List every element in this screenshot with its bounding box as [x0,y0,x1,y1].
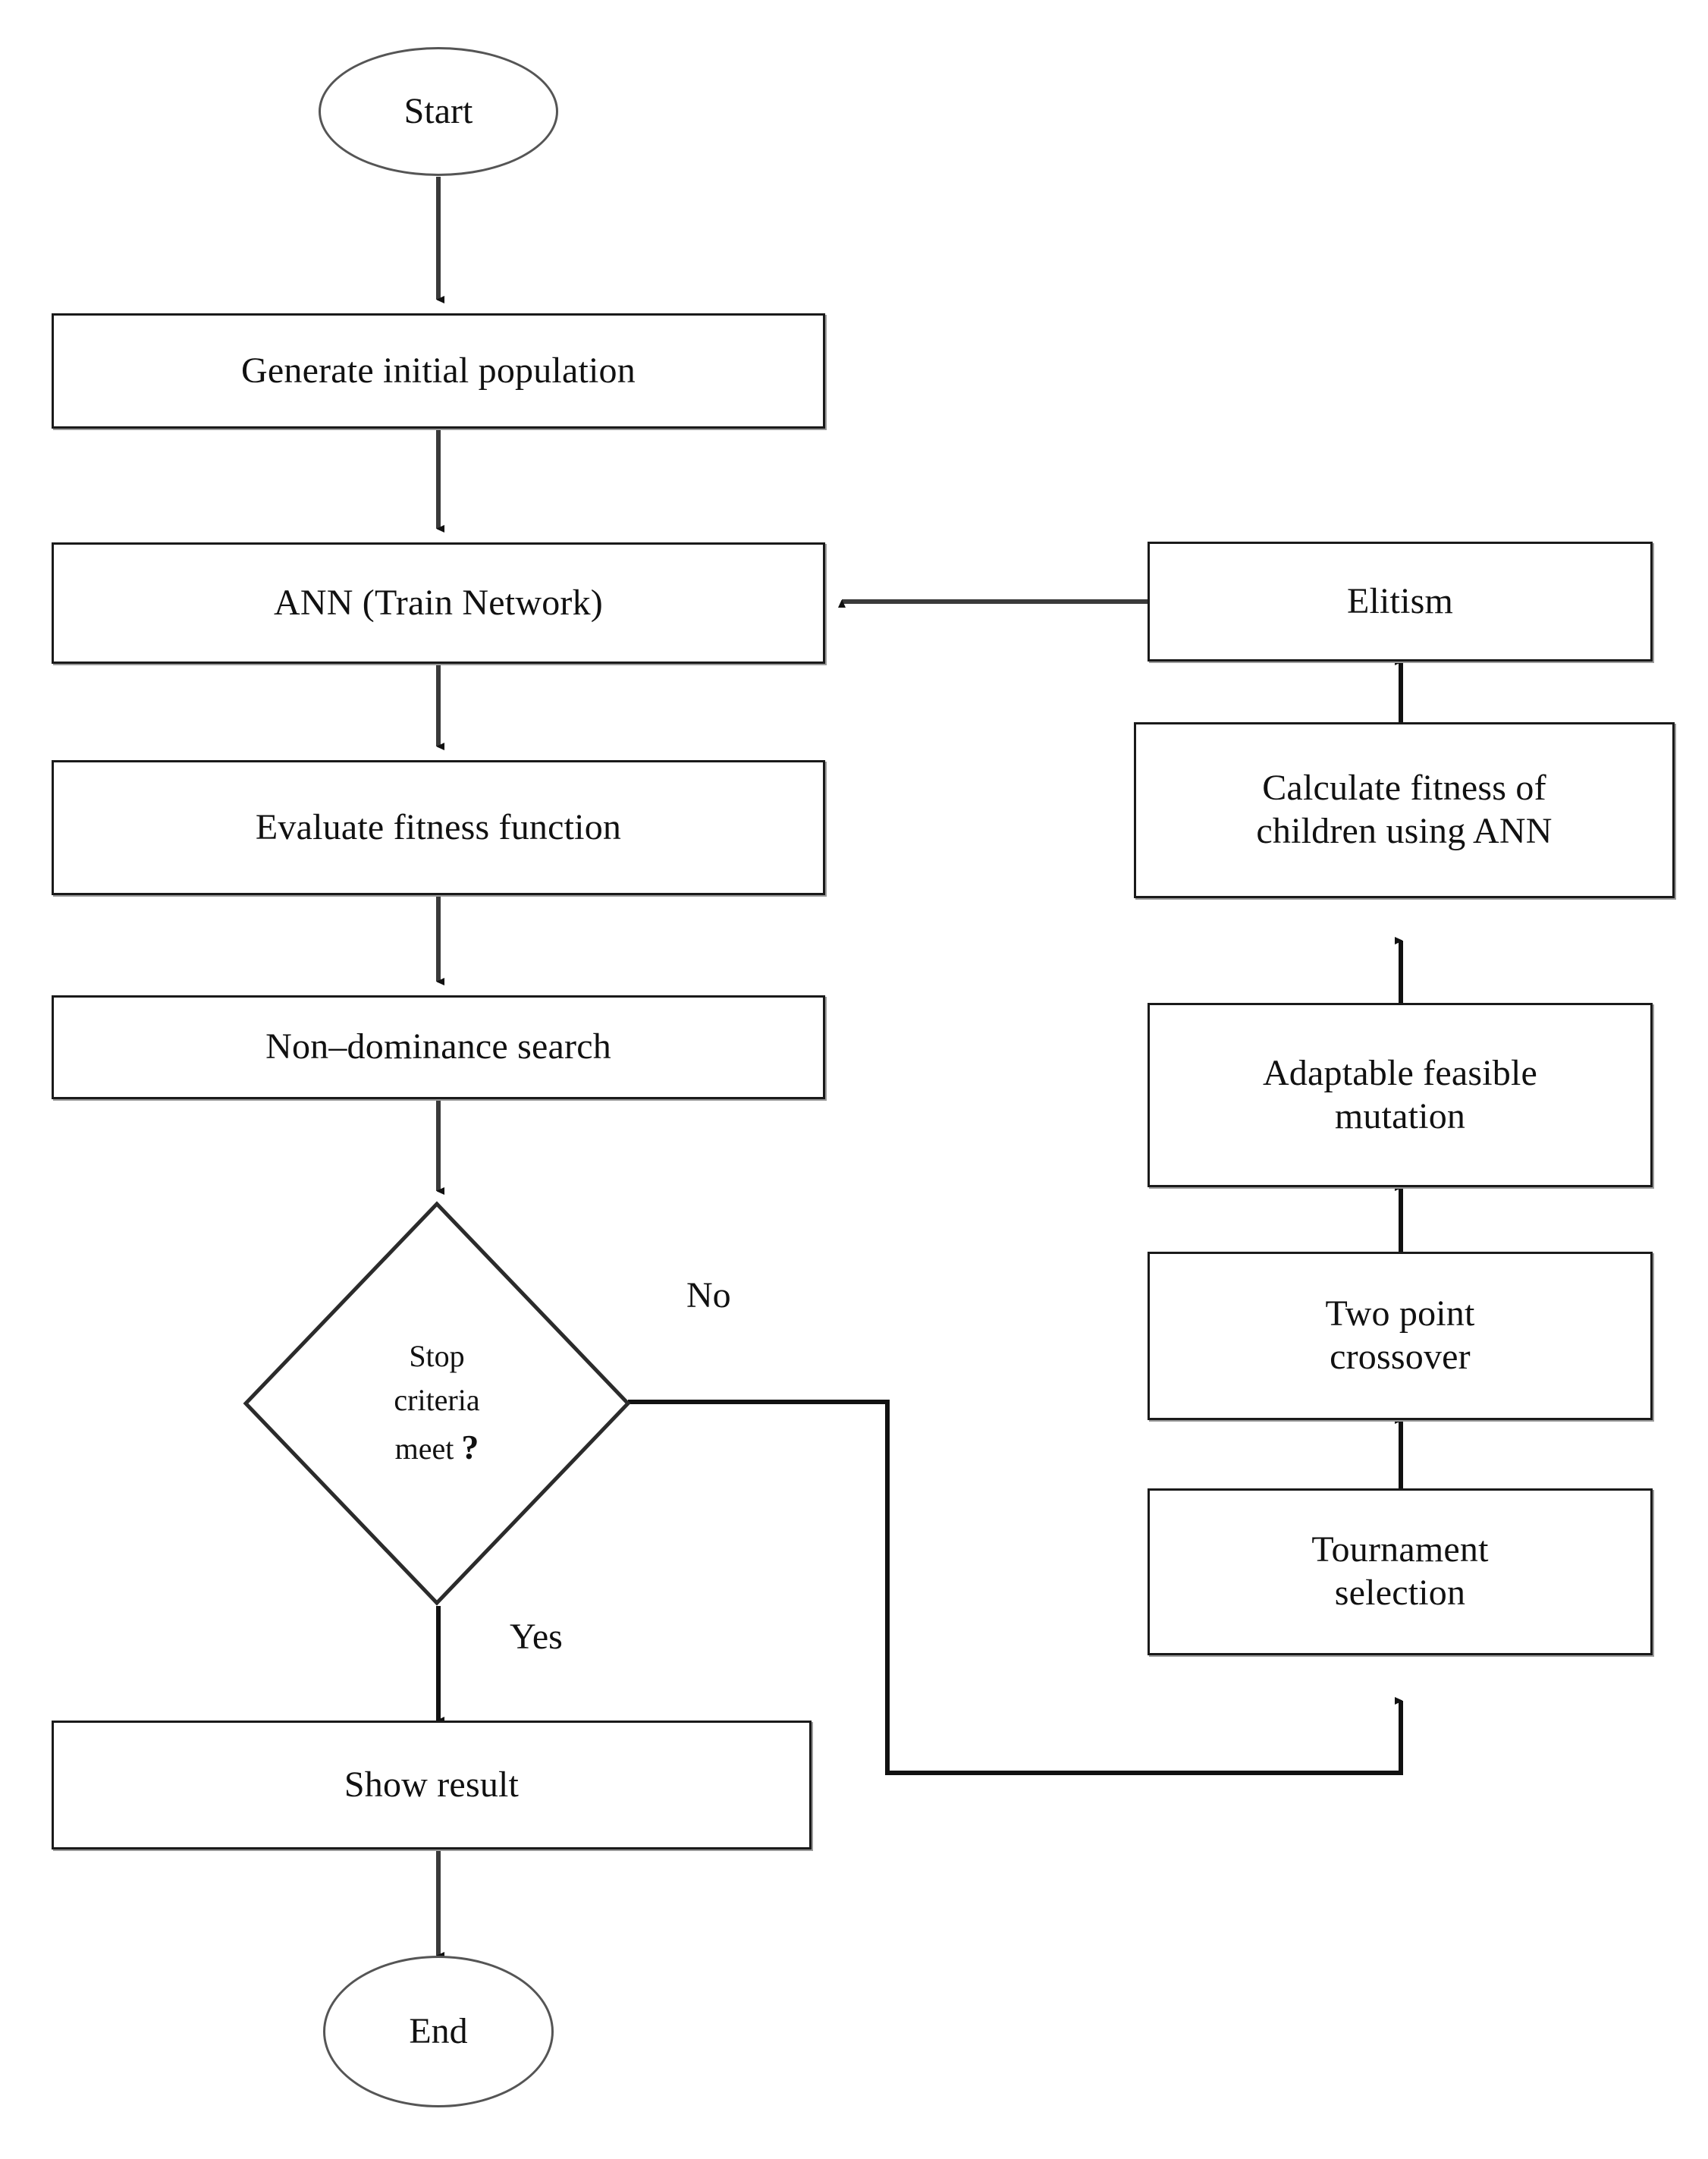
node-adaptable-feasible-mutation[interactable]: Adaptable feasible mutation [1148,1003,1653,1187]
node-start-label: Start [403,90,473,131]
node-two-point-crossover-label: Two point crossover [1317,1293,1482,1378]
mutation-line-2: mutation [1334,1095,1466,1136]
node-tournament-selection[interactable]: Tournament selection [1148,1488,1653,1655]
node-elitism[interactable]: Elitism [1148,542,1653,662]
node-non-dominance-search[interactable]: Non–dominance search [52,995,825,1099]
node-stop-criteria-decision-label: Stop criteria meet ? [394,1334,479,1473]
node-non-dominance-search-label: Non–dominance search [265,1026,611,1067]
node-evaluate-fitness-function[interactable]: Evaluate fitness function [52,760,825,895]
node-elitism-label: Elitism [1346,580,1454,621]
node-generate-initial-population[interactable]: Generate initial population [52,313,825,429]
edge-label-no-text: No [686,1275,731,1315]
edge-label-no: No [686,1274,731,1316]
edge-label-yes-text: Yes [510,1617,563,1657]
node-ann-train-network[interactable]: ANN (Train Network) [52,542,825,664]
node-generate-initial-population-label: Generate initial population [241,350,636,391]
node-show-result[interactable]: Show result [52,1721,812,1849]
node-end-label: End [409,2010,468,2051]
diamond-shape [243,1201,631,1606]
decision-line-3: meet [394,1431,454,1466]
calcfit-line-2: children using ANN [1256,811,1553,851]
node-calculate-fitness-children-label: Calculate fitness of children using ANN [1248,767,1559,853]
tournament-line-2: selection [1334,1573,1466,1613]
node-evaluate-fitness-function-label: Evaluate fitness function [255,806,622,847]
mutation-line-1: Adaptable feasible [1262,1052,1538,1093]
node-ann-train-network-label: ANN (Train Network) [274,582,603,623]
node-start[interactable]: Start [319,47,558,176]
node-calculate-fitness-children[interactable]: Calculate fitness of children using ANN [1134,722,1675,898]
node-tournament-selection-label: Tournament selection [1304,1529,1496,1614]
crossover-line-1: Two point [1325,1293,1475,1334]
calcfit-line-1: Calculate fitness of [1262,768,1546,809]
node-adaptable-feasible-mutation-label: Adaptable feasible mutation [1255,1052,1545,1138]
node-show-result-label: Show result [344,1764,520,1805]
decision-line-1: Stop [409,1338,465,1373]
tournament-line-1: Tournament [1311,1529,1489,1570]
node-two-point-crossover[interactable]: Two point crossover [1148,1252,1653,1420]
node-stop-criteria-decision[interactable]: Stop criteria meet ? [243,1201,631,1606]
crossover-line-2: crossover [1330,1337,1471,1377]
edge-label-yes: Yes [510,1616,563,1658]
decision-question-mark: ? [461,1427,479,1466]
decision-line-2: criteria [394,1382,480,1417]
node-end[interactable]: End [323,1956,554,2107]
